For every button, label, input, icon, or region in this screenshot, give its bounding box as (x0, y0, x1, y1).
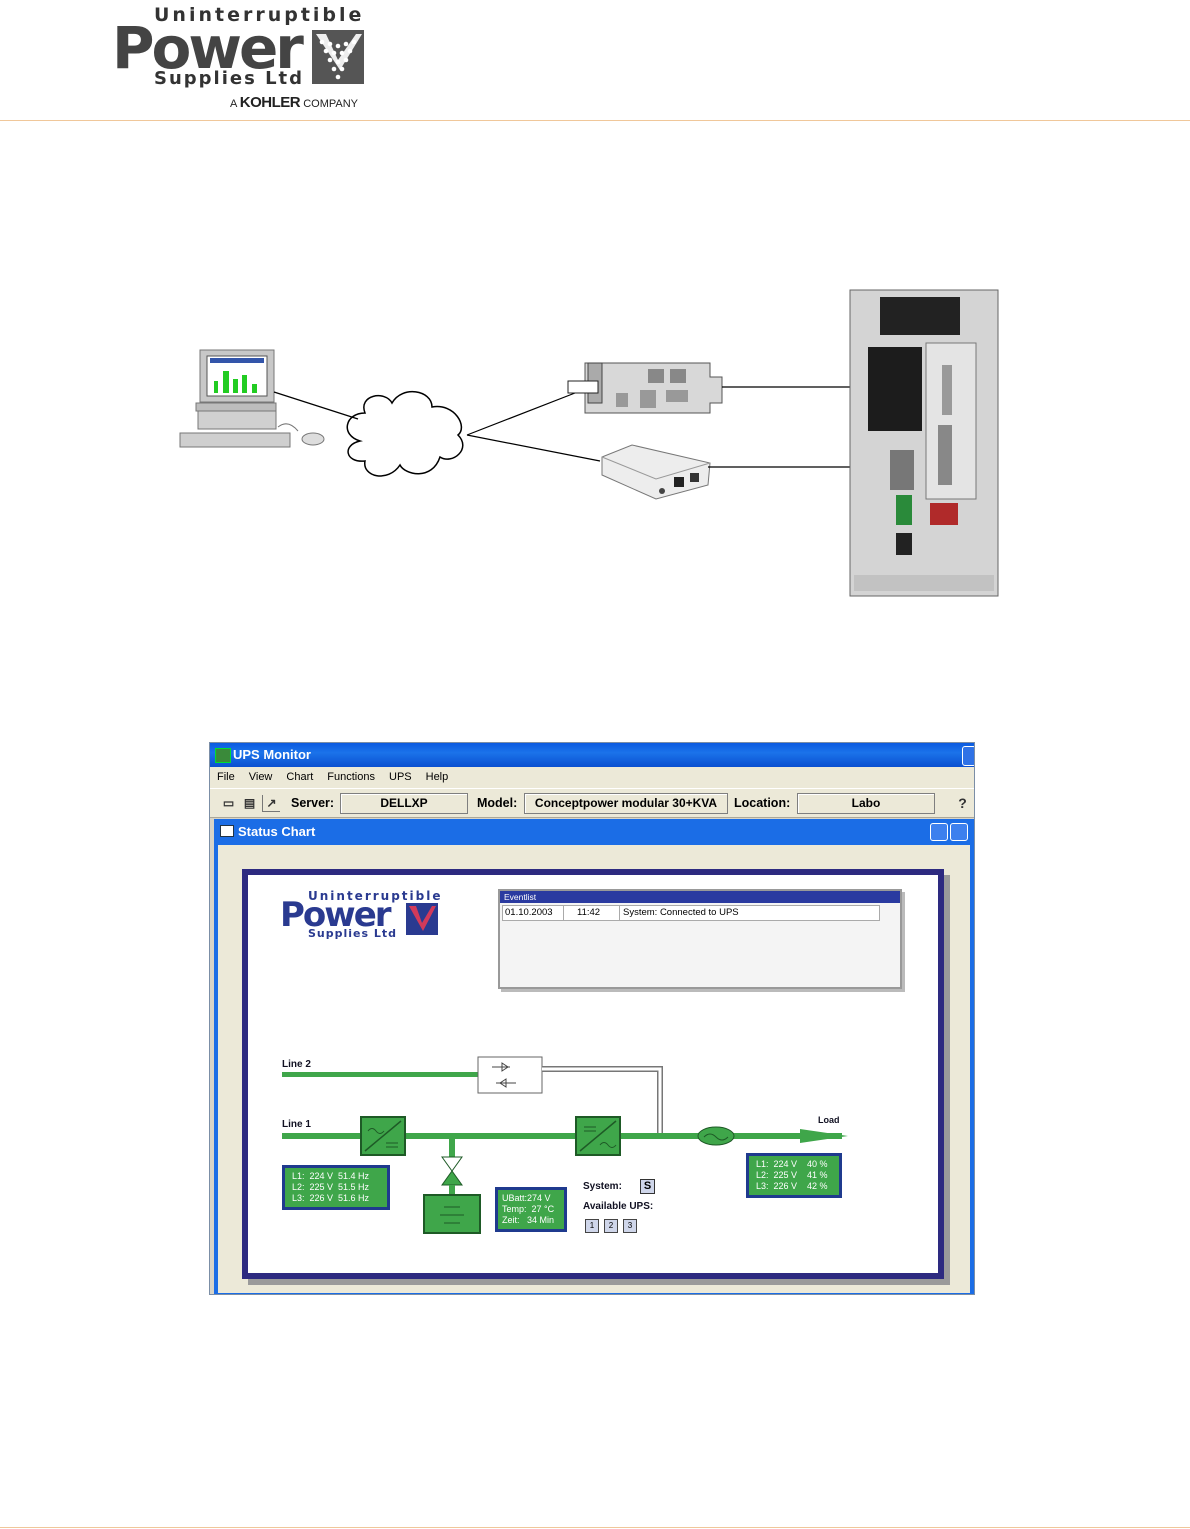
panel-logo-line2: Power (280, 895, 392, 935)
menu-view[interactable]: View (248, 771, 273, 783)
ups-unit-3-button[interactable]: 3 (623, 1219, 637, 1233)
chart-icon[interactable]: ↗ (262, 795, 280, 812)
output-switch-icon (697, 1126, 735, 1146)
model-field[interactable]: Conceptpower modular 30+KVA (524, 793, 728, 814)
status-panel: Uninterruptible Power Supplies Ltd Event… (242, 869, 944, 1279)
logo-text-uninterruptible: Uninterruptible (154, 4, 365, 26)
panel-logo-line3: Supplies Ltd (308, 927, 398, 940)
output-readout-l1: L1: 224 V 40 % (756, 1159, 828, 1169)
server-field[interactable]: DELLXP (340, 793, 468, 814)
kohler-company: COMPANY (303, 98, 359, 110)
server-label: Server: (291, 796, 335, 810)
output-readout-l2: L2: 225 V 41 % (756, 1170, 828, 1180)
window-title: UPS Monitor (233, 747, 311, 762)
battery-block-icon (423, 1194, 481, 1234)
child-minimize-button[interactable] (930, 823, 948, 841)
input-readout-l2: L2: 225 V 51.5 Hz (292, 1182, 370, 1192)
output-readout-l3: L3: 226 V 42 % (756, 1181, 828, 1191)
battery-charger-icon (441, 1156, 463, 1172)
logo-text-power: Power (112, 14, 304, 82)
help-icon[interactable]: ? (958, 795, 967, 811)
eventlist-panel: Eventlist 01.10.2003 11:42 System: Conne… (498, 889, 902, 989)
menu-help[interactable]: Help (425, 771, 449, 783)
ups-unit-2-button[interactable]: 2 (604, 1219, 618, 1233)
system-button[interactable]: S (640, 1179, 655, 1194)
open-file-icon[interactable]: ▤ (243, 796, 256, 810)
available-ups-label: Available UPS: (583, 1201, 654, 1212)
line1-label: Line 1 (282, 1119, 311, 1130)
menu-file[interactable]: File (217, 771, 235, 783)
logo-v-mark-icon (312, 30, 364, 84)
panel-logo-mark-icon (406, 903, 438, 935)
menu-chart[interactable]: Chart (286, 771, 314, 783)
input-readout-l1: L1: 224 V 51.4 Hz (292, 1171, 370, 1181)
menu-bar: File View Chart Functions UPS Help (210, 767, 974, 788)
header-rule (0, 120, 1190, 121)
company-logo: Uninterruptible Power Supplies Ltd A KOH… (112, 4, 372, 114)
battery-readout-voltage: UBatt:274 V (502, 1193, 551, 1203)
battery-readout-temp: Temp: 27 °C (502, 1204, 555, 1214)
system-label: System: (583, 1181, 622, 1192)
app-icon (215, 748, 231, 763)
ups-rear-panel-icon (849, 289, 999, 597)
panel-logo: Uninterruptible Power Supplies Ltd (280, 889, 450, 949)
status-chart-window: Status Chart Uninterruptible Power Suppl… (214, 819, 974, 1294)
battery-readout-time: Zeit: 34 Min (502, 1215, 555, 1225)
status-chart-title: Status Chart (238, 824, 316, 839)
input-readout-l3: L3: 226 V 51.6 Hz (292, 1193, 370, 1203)
kohler-tagline: A KOHLER COMPANY (230, 94, 358, 111)
network-cloud-icon (346, 390, 464, 477)
open-folder-icon[interactable]: ▭ (222, 796, 235, 810)
panel-logo-line1: Uninterruptible (308, 889, 443, 903)
status-chart-body: Uninterruptible Power Supplies Ltd Event… (218, 845, 970, 1293)
kohler-brand: KOHLER (239, 94, 301, 111)
model-label: Model: (477, 796, 518, 810)
event-row[interactable]: 01.10.2003 11:42 System: Connected to UP… (502, 905, 880, 921)
eventlist-title: Eventlist (500, 891, 900, 903)
event-text: System: Connected to UPS (623, 907, 739, 918)
event-time: 11:42 (577, 907, 601, 918)
event-date: 01.10.2003 (505, 907, 553, 918)
line2-label: Line 2 (282, 1059, 311, 1070)
menu-ups[interactable]: UPS (389, 771, 412, 783)
snmp-card-icon (567, 362, 723, 414)
ups-unit-1-button[interactable]: 1 (585, 1219, 599, 1233)
toolbar: ▭ ▤ ↗ Server: DELLXP Model: Conceptpower… (210, 788, 974, 818)
output-readout: L1: 224 V 40 %L2: 225 V 41 %L3: 226 V 42… (746, 1153, 842, 1198)
static-bypass-switch-icon (477, 1056, 543, 1094)
load-label: Load (818, 1115, 840, 1125)
window-minimize-button[interactable] (962, 746, 974, 766)
window-titlebar[interactable]: UPS Monitor (210, 743, 974, 767)
child-window-icon (220, 825, 234, 837)
child-maximize-button[interactable] (950, 823, 968, 841)
location-label: Location: (734, 796, 791, 810)
menu-functions[interactable]: Functions (327, 771, 375, 783)
ups-flow-diagram (282, 1056, 848, 1234)
logo-text-supplies: Supplies Ltd (154, 68, 305, 89)
location-field[interactable]: Labo (797, 793, 935, 814)
status-chart-titlebar[interactable]: Status Chart (214, 819, 974, 844)
snmp-adapter-box-icon (601, 444, 711, 500)
ups-monitor-window: UPS Monitor File View Chart Functions UPS Hel… (209, 742, 975, 1295)
footer-rule (0, 1527, 1190, 1528)
network-diagram (179, 289, 999, 597)
pc-illustration-icon (179, 349, 325, 448)
kohler-a: A (230, 98, 237, 110)
